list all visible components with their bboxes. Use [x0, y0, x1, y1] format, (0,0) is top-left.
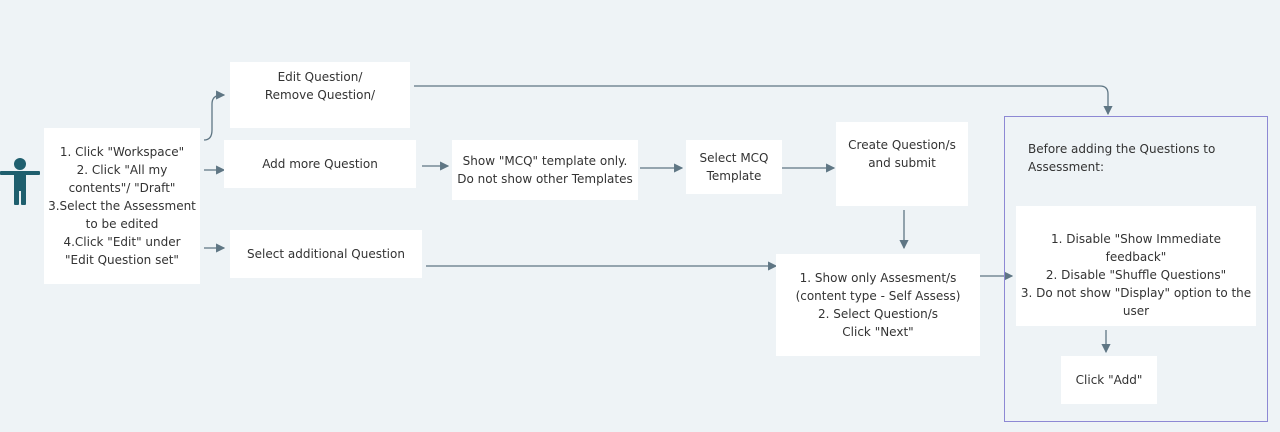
create-question-box: Create Question/s and submit	[836, 122, 968, 206]
edit-remove-box: Edit Question/ Remove Question/	[230, 62, 410, 128]
user-actor-icon	[0, 158, 40, 205]
add-more-question-label: Add more Question	[262, 157, 378, 171]
disable-options-box: 1. Disable "Show Immediate feedback" 2. …	[1016, 206, 1256, 326]
show-assessments-label: 1. Show only Assesment/s (content type -…	[795, 271, 961, 339]
show-assessments-box: 1. Show only Assesment/s (content type -…	[776, 254, 980, 356]
select-additional-question-box: Select additional Question	[230, 230, 422, 278]
mcq-template-only-label: Show "MCQ" template only. Do not show ot…	[457, 154, 633, 186]
select-additional-question-label: Select additional Question	[247, 247, 405, 261]
edge-start-to-edit	[203, 90, 226, 141]
select-mcq-template-box: Select MCQ Template	[686, 140, 782, 194]
start-step-box: 1. Click "Workspace" 2. Click "All my co…	[44, 128, 200, 284]
select-mcq-template-label: Select MCQ Template	[699, 151, 769, 183]
click-add-label: Click "Add"	[1075, 373, 1143, 387]
edge-edit-to-group	[414, 85, 1113, 116]
disable-options-label: 1. Disable "Show Immediate feedback" 2. …	[1020, 232, 1252, 318]
click-add-box: Click "Add"	[1061, 356, 1157, 404]
create-question-label: Create Question/s and submit	[848, 138, 956, 170]
group-note: Before adding the Questions to Assessmen…	[1028, 142, 1216, 174]
assessment-settings-group	[1004, 116, 1268, 422]
edit-remove-label: Edit Question/ Remove Question/	[264, 70, 376, 102]
start-step-label: 1. Click "Workspace" 2. Click "All my co…	[48, 145, 196, 267]
mcq-template-only-box: Show "MCQ" template only. Do not show ot…	[452, 140, 638, 200]
add-more-question-box: Add more Question	[224, 140, 416, 188]
